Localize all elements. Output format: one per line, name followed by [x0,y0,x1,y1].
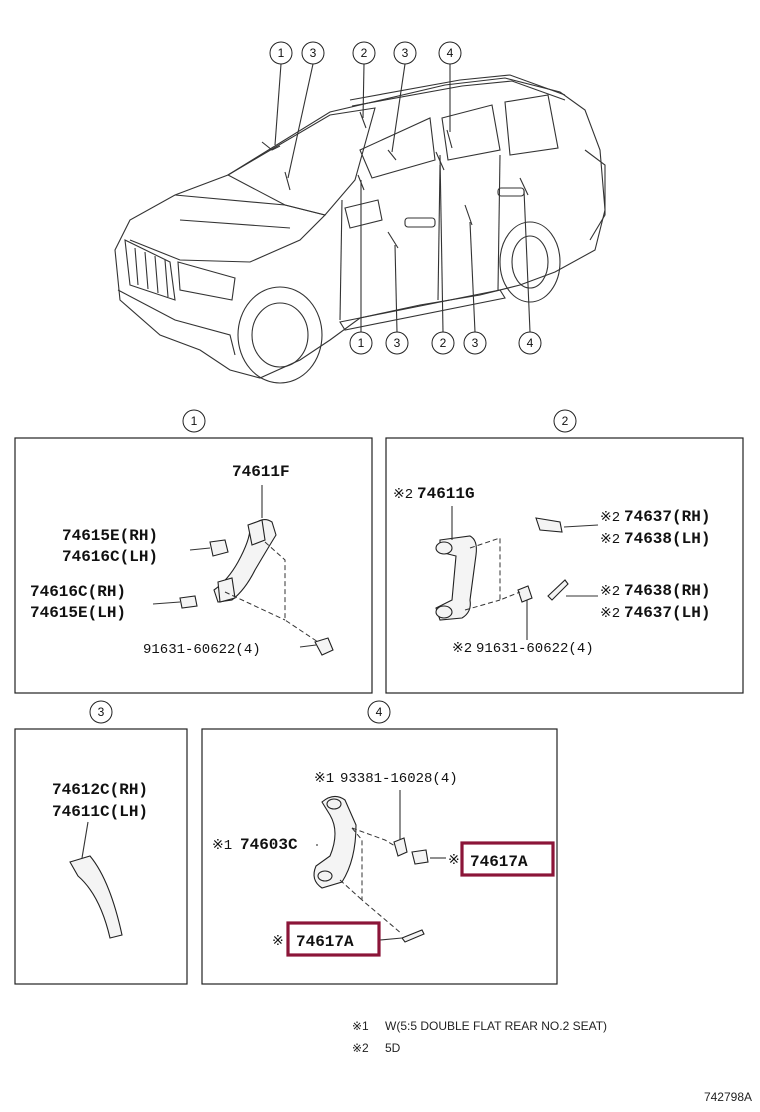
highlight-box-lower [286,921,381,957]
part-74637-rh: 74637(RH) [624,508,710,526]
cap-icon-upper [411,849,429,865]
panel-1-index: 1 [191,414,198,428]
callout-bottom-2: 3 [394,336,401,350]
callouts-top: 1 3 2 3 4 [269,41,462,65]
part-74615E-lh: 74615E(LH) [30,604,126,622]
mark-2-c: ※2 [600,532,620,548]
bolt-91631-panel1: 91631-60622(4) [143,642,261,658]
mark-1-b: ※1 [212,838,232,854]
assist-grip-74603C [313,795,357,889]
grab-handle-74611G [435,535,477,621]
part-74611G: 74611G [417,485,475,503]
note-1-mark: ※1 [352,1019,369,1033]
mark-1-a: ※1 [314,771,334,787]
callout-top-2: 3 [310,46,317,60]
bolt-91631-panel2: 91631-60622(4) [476,641,594,657]
note-2-mark: ※2 [352,1041,369,1055]
note-1-text: W(5:5 DOUBLE FLAT REAR NO.2 SEAT) [385,1019,607,1033]
mark-lower: ※ [272,934,284,950]
footnotes: ※1 W(5:5 DOUBLE FLAT REAR NO.2 SEAT) ※2 … [352,1019,607,1055]
part-74617A-upper: 74617A [470,853,528,871]
cover-74638 [547,579,569,601]
part-74603C: 74603C [240,836,298,854]
panel-4: 4 ※1 93381-16028(4) ※1 74603C ※ 74617A ※… [201,700,558,985]
reference-code: 742798A [704,1090,752,1104]
callout-top-1: 1 [278,46,285,60]
part-74611C-lh: 74611C(LH) [52,803,148,821]
part-74616C-lh: 74616C(LH) [62,548,158,566]
mark-2-b: ※2 [600,510,620,526]
callout-top-5: 4 [447,46,454,60]
mark-2-e: ※2 [600,606,620,622]
part-74615E-rh: 74615E(RH) [62,527,158,545]
cap-icon-lower [401,929,425,943]
bolt-icon-panel1 [314,637,334,656]
panel-4-index: 4 [376,705,383,719]
part-74637-lh: 74637(LH) [624,604,710,622]
part-74616C-rh: 74616C(RH) [30,583,126,601]
grab-handle-74611F [213,519,277,603]
screw-93381: 93381-16028(4) [340,771,458,787]
mark-2-d: ※2 [600,584,620,600]
callouts-bottom: 1 3 2 3 4 [349,331,542,355]
cap-74616C [179,595,198,609]
mark-upper: ※ [448,853,460,869]
mark-2-a: ※2 [393,487,413,503]
cap-74615E [209,539,229,557]
callout-bottom-1: 1 [358,336,365,350]
highlight-box-upper [460,841,555,877]
panel-2-index: 2 [562,414,569,428]
note-2-text: 5D [385,1041,401,1055]
mark-2-f: ※2 [452,641,472,657]
cover-74637 [535,517,563,533]
part-74612C-rh: 74612C(RH) [52,781,148,799]
part-74638-lh: 74638(LH) [624,530,710,548]
panel-1: 1 74611F 74615E(RH) 74616C(LH) 74616C(RH… [14,409,373,694]
pillar-garnish [69,855,123,939]
panel-3: 3 74612C(RH) 74611C(LH) [14,700,188,985]
screw-icon [393,837,408,857]
callout-top-4: 3 [402,46,409,60]
bolt-icon-panel2 [517,585,533,603]
callout-bottom-5: 4 [527,336,534,350]
panel-3-index: 3 [98,705,105,719]
part-74611F: 74611F [232,463,290,481]
panel-2: 2 ※2 74611G ※2 74637(RH) ※2 74638(LH) ※2… [385,409,744,694]
callout-bottom-4: 3 [472,336,479,350]
callout-top-3: 2 [361,46,368,60]
callout-bottom-3: 2 [440,336,447,350]
part-74617A-lower: 74617A [296,933,354,951]
vehicle-illustration [114,63,606,384]
part-74638-rh: 74638(RH) [624,582,710,600]
